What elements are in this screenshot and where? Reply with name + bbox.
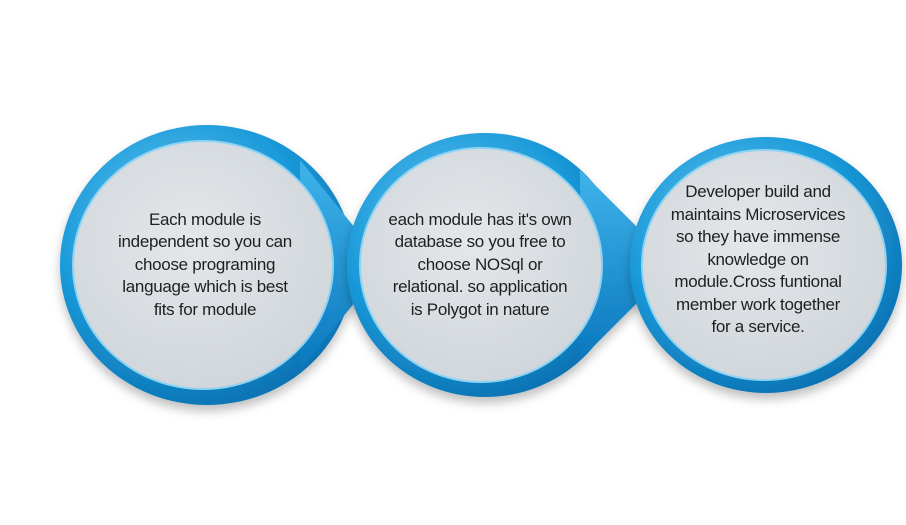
step-1-text: Each module is independent so you can ch… [118, 209, 292, 319]
step-2-shape [347, 133, 675, 397]
arrow-2-icon [580, 170, 675, 360]
step-1-shape [60, 125, 385, 405]
step-2-text: each module has it's own database so you… [388, 209, 572, 319]
step-3-text: Developer build and maintains Microservi… [670, 182, 846, 337]
step-3-shape [630, 137, 902, 393]
